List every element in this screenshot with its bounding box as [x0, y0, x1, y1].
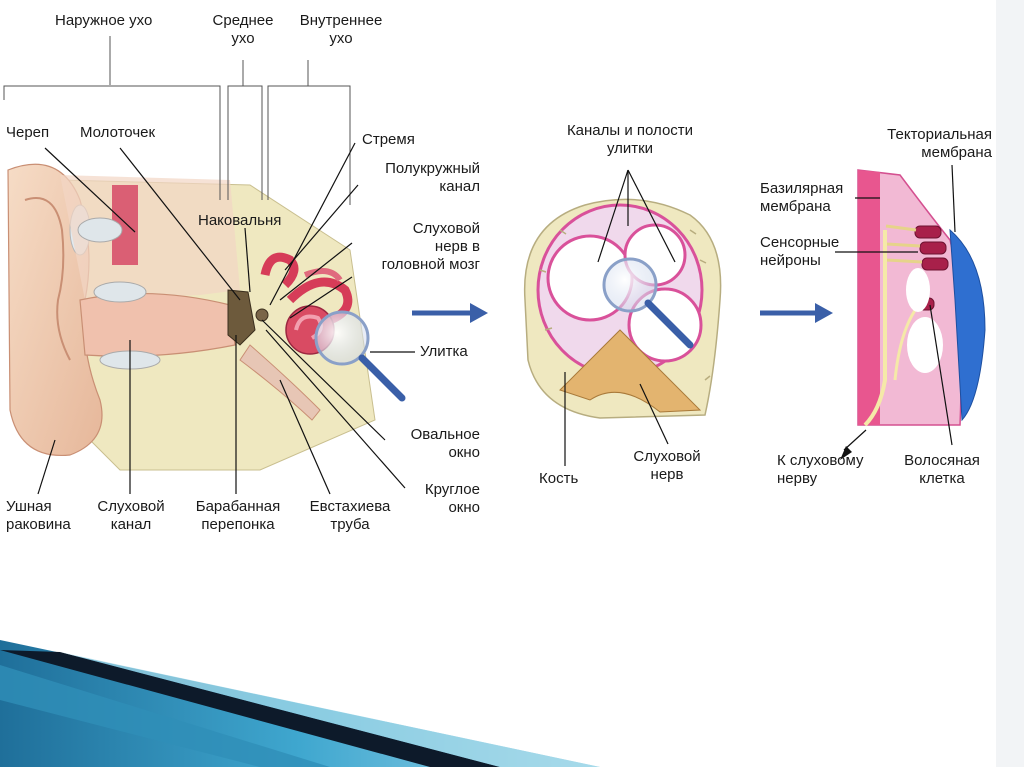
label-auricle-line2: раковина: [6, 516, 71, 534]
label-cochlea-channels-line2: улитки: [548, 140, 712, 158]
label-semicircular-canal: Полукружный канал: [352, 160, 480, 196]
label-middle-ear-line1: Среднее: [205, 12, 281, 30]
label-cochlea-nerve-line2: нерв: [622, 466, 712, 484]
label-inner-ear: Внутреннее ухо: [286, 12, 396, 48]
label-cochlea-nerve: Слуховой нерв: [622, 448, 712, 484]
label-inner-ear-line1: Внутреннее: [286, 12, 396, 30]
label-middle-ear-line2: ухо: [205, 30, 281, 48]
label-semicircular-line1: Полукружный: [352, 160, 480, 178]
label-basilar-line2: мембрана: [760, 198, 843, 216]
label-eardrum: Барабанная перепонка: [186, 498, 290, 534]
right-edge-shadow: [996, 0, 1024, 767]
label-inner-ear-line2: ухо: [286, 30, 396, 48]
label-sensory-neurons: Сенсорные нейроны: [760, 234, 839, 270]
label-to-auditory-nerve: К слуховому нерву: [777, 452, 863, 488]
label-skull: Череп: [6, 124, 49, 142]
label-ear-canal-line1: Слуховой: [86, 498, 176, 516]
label-tectorial-membrane: Текториальная мембрана: [850, 126, 992, 162]
label-tectorial-line2: мембрана: [850, 144, 992, 162]
label-cochlea-nerve-line1: Слуховой: [622, 448, 712, 466]
label-middle-ear: Среднее ухо: [205, 12, 281, 48]
label-auditory-nerve-line2: нерв в: [352, 238, 480, 256]
label-round-window-line1: Круглое: [380, 481, 480, 499]
label-ear-canal: Слуховой канал: [86, 498, 176, 534]
label-auricle: Ушная раковина: [6, 498, 71, 534]
label-cochlea: Улитка: [420, 343, 468, 361]
label-tectorial-line1: Текториальная: [850, 126, 992, 144]
label-cochlea-channels-line1: Каналы и полости: [548, 122, 712, 140]
label-hair-cell-line2: клетка: [890, 470, 994, 488]
label-auditory-nerve: Слуховой нерв в головной мозг: [352, 220, 480, 274]
label-auditory-nerve-line1: Слуховой: [352, 220, 480, 238]
label-basilar-membrane: Базилярная мембрана: [760, 180, 843, 216]
label-outer-ear: Наружное ухо: [55, 12, 152, 30]
label-basilar-line1: Базилярная: [760, 180, 843, 198]
label-incus: Наковальня: [198, 212, 281, 230]
label-bone: Кость: [539, 470, 578, 488]
cochlea-cross-section: [525, 199, 721, 418]
label-auditory-nerve-line3: головной мозг: [352, 256, 480, 274]
label-sensory-line1: Сенсорные: [760, 234, 839, 252]
label-eustachian-line1: Евстахиева: [296, 498, 404, 516]
label-eustachian-tube: Евстахиева труба: [296, 498, 404, 534]
label-oval-window-line1: Овальное: [380, 426, 480, 444]
label-semicircular-line2: канал: [352, 178, 480, 196]
label-auricle-line1: Ушная: [6, 498, 71, 516]
label-to-nerve-line2: нерву: [777, 470, 863, 488]
label-eustachian-line2: труба: [296, 516, 404, 534]
label-to-nerve-line1: К слуховому: [777, 452, 863, 470]
label-oval-window-line2: окно: [380, 444, 480, 462]
label-eardrum-line2: перепонка: [186, 516, 290, 534]
label-ear-canal-line2: канал: [86, 516, 176, 534]
bottom-decor-bands: [0, 640, 600, 767]
label-eardrum-line1: Барабанная: [186, 498, 290, 516]
label-oval-window: Овальное окно: [380, 426, 480, 462]
label-hair-cell: Волосяная клетка: [890, 452, 994, 488]
label-hair-cell-line1: Волосяная: [890, 452, 994, 470]
label-stapes: Стремя: [362, 131, 415, 149]
label-sensory-line2: нейроны: [760, 252, 839, 270]
label-malleus: Молоточек: [80, 124, 155, 142]
label-cochlea-channels: Каналы и полости улитки: [548, 122, 712, 158]
